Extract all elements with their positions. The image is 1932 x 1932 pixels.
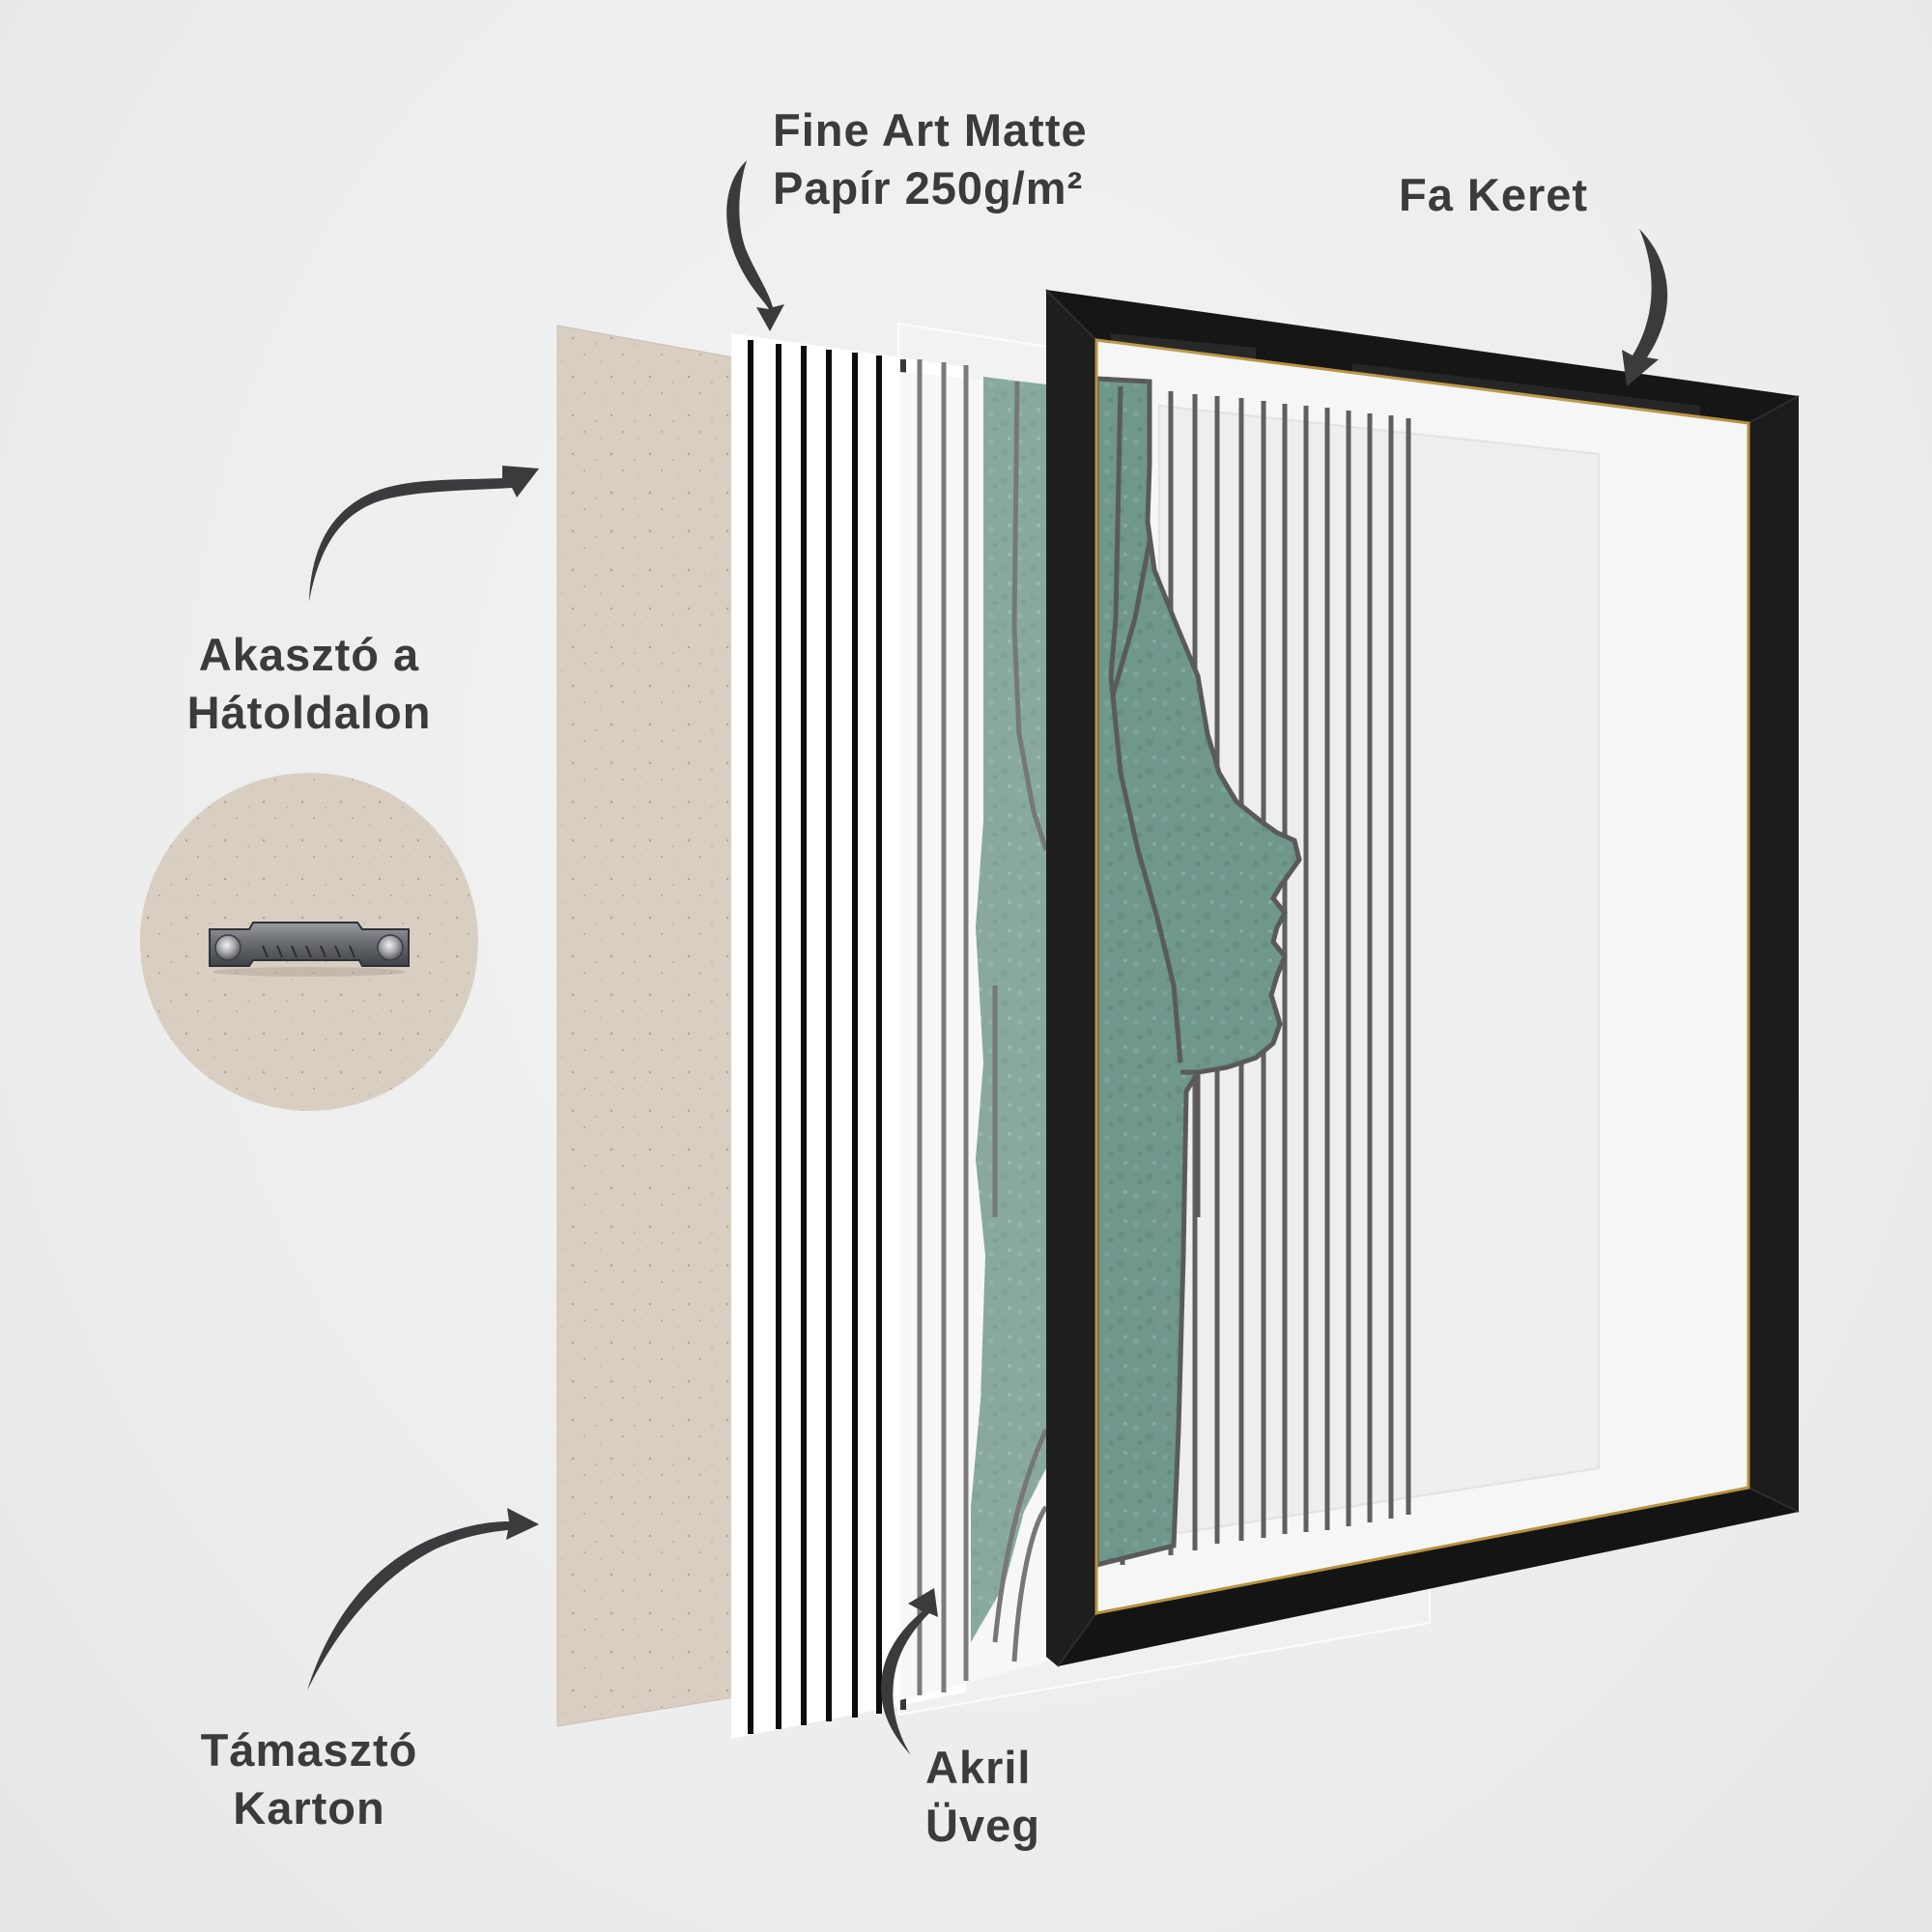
label-paper-line2: Papír 250g/m² xyxy=(773,162,1084,213)
label-frame: Fa Keret xyxy=(1399,166,1588,224)
arrow-to-cardboard-top-icon xyxy=(309,466,539,602)
arrow-to-acrylic-icon xyxy=(881,1588,938,1755)
backing-cardboard-layer xyxy=(556,325,735,1727)
wooden-frame-layer xyxy=(1045,289,1800,1667)
label-hanger-line1: Akasztó a xyxy=(198,629,420,680)
face-silhouette xyxy=(1096,376,1302,1569)
arrow-to-cardboard-bottom-icon xyxy=(307,1508,539,1690)
label-backing-line2: Karton xyxy=(233,1782,385,1833)
label-acrylic-line1: Akril xyxy=(925,1742,1032,1793)
arrow-to-frame-icon xyxy=(1622,229,1668,386)
arrow-to-paper-icon xyxy=(726,160,784,331)
label-acrylic: Akril Üveg xyxy=(925,1739,1040,1855)
arrows xyxy=(307,160,1668,1755)
hanger-detail-circle xyxy=(140,773,478,1111)
label-acrylic-line2: Üveg xyxy=(925,1800,1040,1851)
label-hanger-line2: Hátoldalon xyxy=(186,687,432,738)
label-frame-line1: Fa Keret xyxy=(1399,169,1589,220)
label-paper: Fine Art Matte Papír 250g/m² xyxy=(773,101,1088,217)
label-hanger: Akasztó a Hátoldalon xyxy=(155,626,464,742)
label-backing: Támasztó Karton xyxy=(155,1721,464,1837)
label-paper-line1: Fine Art Matte xyxy=(773,104,1088,156)
label-backing-line1: Támasztó xyxy=(200,1724,418,1776)
